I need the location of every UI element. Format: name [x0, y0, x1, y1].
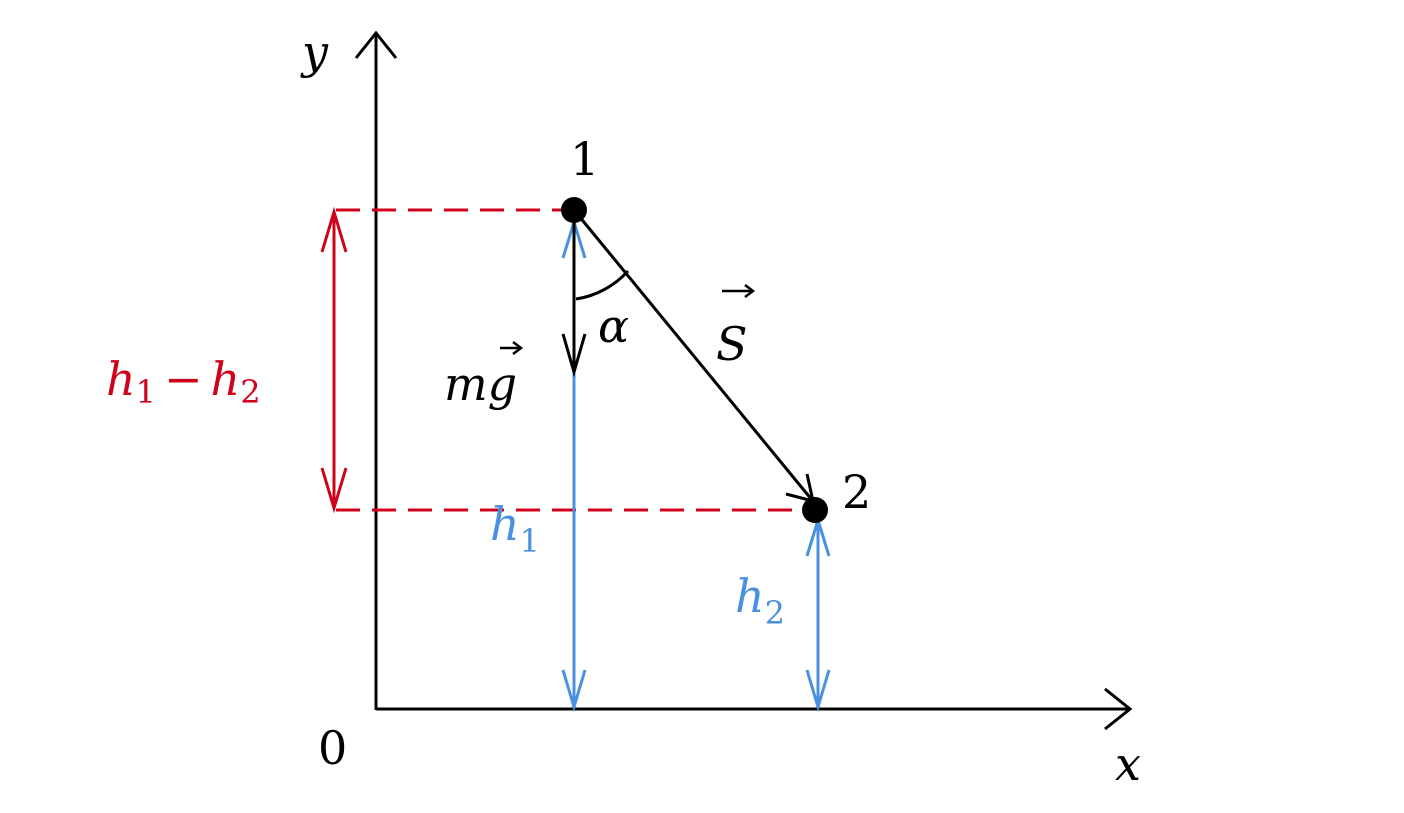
gravity-vector-arrowhead [561, 333, 587, 378]
angle-arc [575, 269, 630, 301]
point-1-label: 1 [570, 132, 599, 186]
origin-label: 0 [318, 721, 347, 775]
height-1-label: h1 [490, 497, 540, 560]
point-2-label: 2 [842, 465, 871, 519]
displacement-vector [572, 209, 814, 501]
height-difference-arrowhead-bottom [320, 467, 348, 514]
x-axis-arrowhead [1104, 687, 1133, 731]
displacement-overarrow-head [744, 284, 756, 298]
gravity-vector-overarrow-head [512, 341, 524, 355]
y-axis-label: y [300, 25, 329, 79]
y-axis-arrowhead [354, 30, 398, 59]
point-2 [802, 497, 828, 523]
angle-label: α [598, 299, 629, 353]
point-1 [561, 197, 587, 223]
gravity-label: mg [444, 357, 517, 411]
displacement-label: S [716, 317, 748, 371]
x-axis-label: x [1115, 737, 1141, 791]
height-2-arrowhead-bottom [805, 669, 831, 713]
height-difference-label: h1−h2 [106, 352, 261, 411]
height-difference-arrowhead-top [320, 206, 348, 253]
height-1-arrowhead-bottom [561, 669, 587, 713]
height-2-label: h2 [735, 569, 785, 632]
